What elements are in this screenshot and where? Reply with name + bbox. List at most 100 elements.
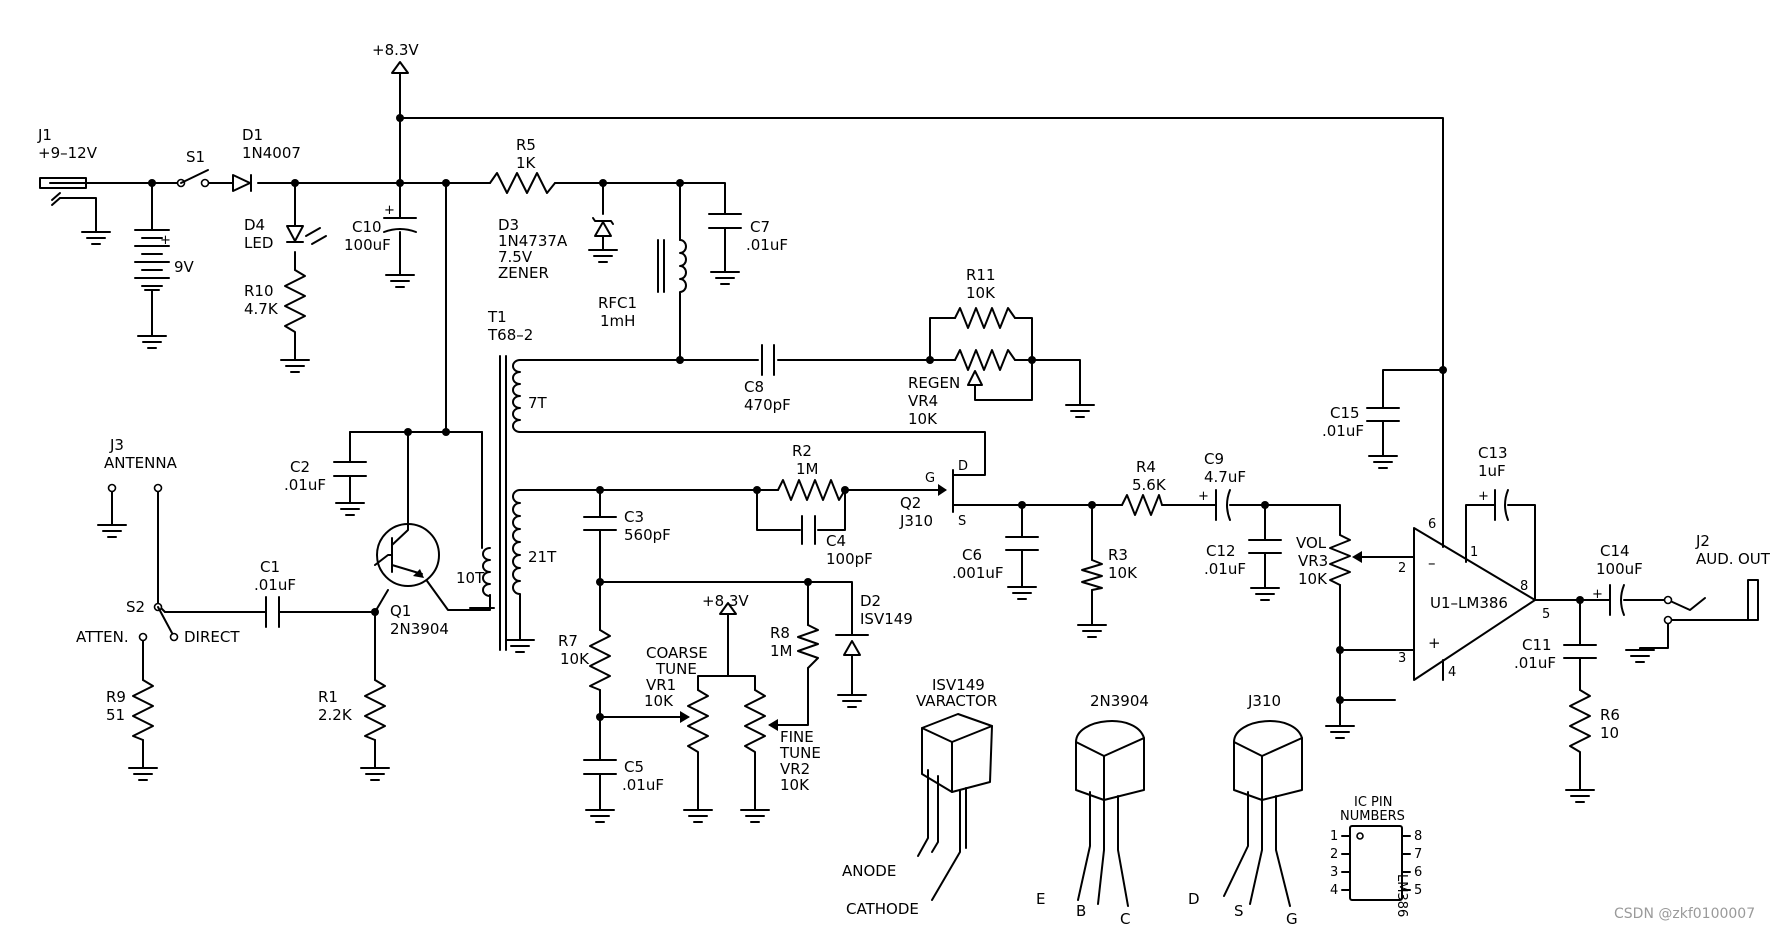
r5-ref: R5 (516, 136, 536, 154)
varactor-title-2: VARACTOR (916, 692, 997, 710)
c9-value: 4.7uF (1204, 468, 1246, 486)
u1-pin8: 8 (1520, 579, 1528, 594)
ground-symbols (81, 231, 1655, 823)
d3-value: 1N4737A (498, 232, 568, 250)
r3-resistor: R3 10K (1081, 546, 1138, 591)
ic-pin-right-5: 5 (1414, 883, 1422, 898)
r9-value: 51 (106, 706, 125, 724)
ic-pin-left-4: 4 (1330, 883, 1338, 898)
c7-value: .01uF (746, 236, 788, 254)
c9-plus: + (1198, 489, 1209, 504)
c2-capacitor: C2 .01uF (284, 458, 367, 494)
u1-pin2: 2 (1398, 561, 1406, 576)
t1-transformer: T1 T68–2 7T 21T 10T (456, 308, 557, 651)
r11-value: 10K (966, 284, 996, 302)
r6-ref: R6 (1600, 706, 1620, 724)
j3-ref: J3 (109, 436, 124, 454)
q2-ref: Q2 (900, 494, 921, 512)
watermark: CSDN @zkf0100007 (1614, 906, 1755, 922)
vr2-label-1: FINE (780, 728, 814, 746)
c15-value: .01uF (1322, 422, 1364, 440)
s2-atten-switch[interactable]: S2 ATTEN. DIRECT (76, 598, 240, 646)
c3-capacitor: C3 560pF (583, 508, 671, 544)
vr4-regen-pot[interactable]: REGEN VR4 10K (908, 349, 1016, 428)
vr2-fine-tune-pot[interactable]: FINE TUNE VR2 10K (744, 689, 821, 794)
ic-pin-left-2: 2 (1330, 847, 1338, 862)
s2-pos-atten: ATTEN. (76, 628, 129, 646)
c14-plus: + (1592, 587, 1603, 602)
j1-power-jack: J1 +9–12V (37, 126, 98, 206)
vr3-volume-pot[interactable]: VOL VR3 10K (1296, 534, 1362, 588)
r4-ref: R4 (1136, 458, 1156, 476)
j2-audio-output-jack[interactable]: J2 AUD. OUT (1663, 532, 1771, 625)
t1-core: T68–2 (487, 326, 533, 344)
r2-resistor: R2 1M (777, 442, 846, 501)
c4-capacitor: C4 100pF (801, 515, 873, 568)
j1-ref: J1 (37, 126, 52, 144)
u1-lm386-amplifier: – + U1–LM386 2 3 4 5 6 1 8 (1398, 517, 1550, 681)
ic-pinout-drawing: IC PIN NUMBERS LM386 1 2 3 4 8 7 6 5 (1330, 795, 1422, 917)
npn-pin-e: E (1036, 890, 1045, 908)
ic-pin-right-8: 8 (1414, 829, 1422, 844)
vr4-ref: VR4 (908, 392, 938, 410)
s1-power-switch: S1 (176, 148, 210, 188)
vr1-ref: VR1 (646, 676, 676, 694)
c5-capacitor: C5 .01uF (583, 758, 664, 794)
c14-ref: C14 (1600, 542, 1630, 560)
j3-antenna-terminals[interactable]: J3 ANTENNA (104, 436, 178, 493)
r5-resistor: R5 1K (489, 136, 556, 194)
c12-capacitor: C12 .01uF (1204, 539, 1282, 578)
d1-value: 1N4007 (242, 144, 301, 162)
c5-value: .01uF (622, 776, 664, 794)
u1-pin5: 5 (1542, 607, 1550, 622)
r10-value: 4.7K (244, 300, 279, 318)
c13-value: 1uF (1478, 462, 1506, 480)
c8-value: 470pF (744, 396, 791, 414)
npn-pin-b: B (1076, 902, 1086, 920)
c1-value: .01uF (254, 576, 296, 594)
u1-plus: + (1428, 634, 1441, 652)
q2-drain-pin: D (958, 459, 968, 474)
battery-9v: + 9V (134, 229, 195, 291)
supply-arrow-main: +8.3V (372, 41, 419, 74)
c7-capacitor: C7 .01uF (708, 213, 788, 273)
c9-ref: C9 (1204, 450, 1224, 468)
c2-ref: C2 (290, 458, 310, 476)
c7-ref: C7 (750, 218, 770, 236)
ic-pin-right-6: 6 (1414, 865, 1422, 880)
c8-capacitor: C8 470pF (744, 344, 791, 414)
r7-ref: R7 (558, 632, 578, 650)
varactor-anode: ANODE (842, 862, 896, 880)
jfet-title: J310 (1247, 692, 1281, 710)
ic-title-2: NUMBERS (1340, 809, 1405, 824)
c4-value: 100pF (826, 550, 873, 568)
ic-body-label: LM386 (1394, 874, 1409, 917)
r2-ref: R2 (792, 442, 812, 460)
q2-value: J310 (899, 512, 933, 530)
jfet-pin-s: S (1234, 902, 1244, 920)
t1-winding-7t: 7T (528, 394, 548, 412)
vr3-label: VOL (1296, 534, 1327, 552)
vr1-value: 10K (644, 692, 674, 710)
battery-plus: + (160, 233, 171, 248)
c1-capacitor: C1 .01uF (254, 558, 296, 628)
vr1-coarse-tune-pot[interactable]: COARSE TUNE VR1 10K (644, 644, 709, 761)
r10-ref: R10 (244, 282, 274, 300)
ic-title-1: IC PIN (1354, 795, 1392, 810)
c6-value: .001uF (952, 564, 1004, 582)
d4-led: D4 LED (244, 216, 327, 252)
r11-resistor: R11 10K (954, 266, 1016, 329)
vr4-value: 10K (908, 410, 938, 428)
npn-pin-c: C (1120, 910, 1130, 928)
c13-plus: + (1478, 489, 1489, 504)
q2-gate-pin: G (925, 471, 935, 486)
c15-ref: C15 (1330, 404, 1360, 422)
q2-source-pin: S (958, 514, 966, 529)
d3-ref: D3 (498, 216, 519, 234)
vr2-label-2: TUNE (779, 744, 821, 762)
c10-value: 100uF (344, 236, 391, 254)
vr1-label-1: COARSE (646, 644, 708, 662)
c13-ref: C13 (1478, 444, 1508, 462)
q1-value: 2N3904 (390, 620, 449, 638)
c10-ref: C10 (352, 218, 382, 236)
